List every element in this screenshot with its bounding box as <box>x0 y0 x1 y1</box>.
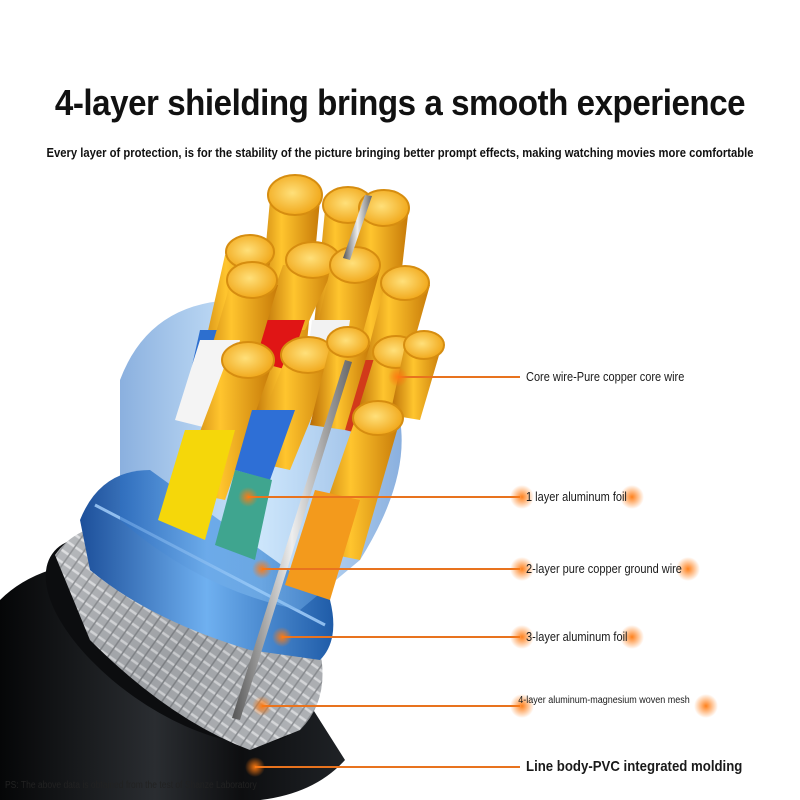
subheadline: Every layer of protection, is for the st… <box>46 146 754 160</box>
wire <box>215 336 336 560</box>
callout-core-wire: Core wire-Pure copper core wire <box>526 370 685 384</box>
footnote: PS: The above data is obtained from the … <box>5 780 257 791</box>
wire <box>285 400 404 600</box>
ground-wire <box>232 195 372 720</box>
headline: 4-layer shielding brings a smooth experi… <box>54 82 746 123</box>
wire <box>390 330 445 420</box>
callout-woven-mesh: 4-layer aluminum-magnesium woven mesh <box>518 695 690 706</box>
callout-aluminum-foil-1: 1 layer aluminum foil <box>526 490 627 504</box>
core-wires <box>158 174 445 720</box>
callout-aluminum-foil-3: 3-layer aluminum foil <box>526 630 628 644</box>
callout-copper-ground-wire: 2-layer pure copper ground wire <box>526 562 682 576</box>
wire <box>158 341 275 540</box>
callout-lines <box>238 367 718 777</box>
callout-pvc-jacket: Line body-PVC integrated molding <box>526 758 743 775</box>
